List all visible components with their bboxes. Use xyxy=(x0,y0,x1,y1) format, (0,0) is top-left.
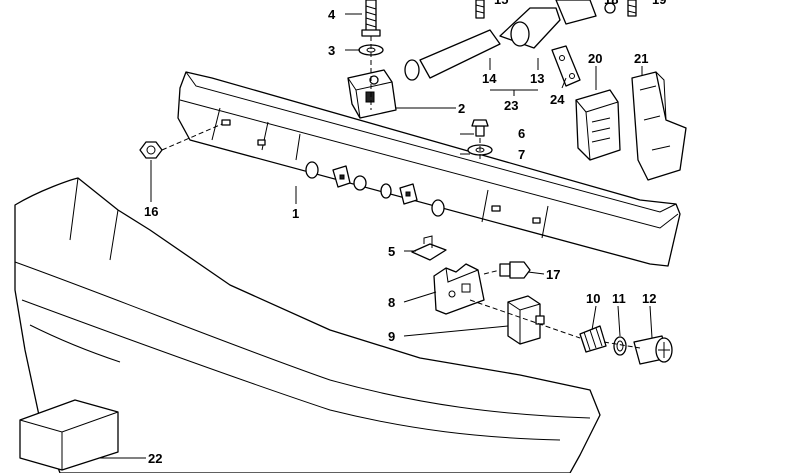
part-12-plug xyxy=(633,335,673,365)
assembly-line-12 xyxy=(603,341,641,349)
part-17-nut xyxy=(499,261,531,279)
callout-7: 7 xyxy=(518,147,525,162)
callout-24: 24 xyxy=(550,92,565,107)
callout-16: 16 xyxy=(144,204,158,219)
part-14-absorber xyxy=(404,0,501,81)
callout-17: 17 xyxy=(546,267,560,282)
callout-20: 20 xyxy=(588,51,602,66)
callout-2: 2 xyxy=(458,101,465,116)
assembly-line-16 xyxy=(161,123,223,151)
bumper-cover xyxy=(14,177,601,473)
callout-15: 15 xyxy=(494,0,508,7)
callout-4: 4 xyxy=(328,7,336,22)
callout-14: 14 xyxy=(482,71,497,86)
part-11-ring xyxy=(613,336,627,356)
part-6-bolt xyxy=(471,119,489,137)
part-20-block xyxy=(575,89,621,161)
callout-21: 21 xyxy=(634,51,648,66)
part-13-bracket xyxy=(499,0,637,49)
callout-3: 3 xyxy=(328,43,335,58)
part-1-bumper-carrier xyxy=(177,71,681,267)
part-5-clip xyxy=(411,235,447,261)
callout-18: 18 xyxy=(604,0,618,7)
leader-lines xyxy=(100,13,653,459)
part-16-nut xyxy=(139,141,163,159)
callout-12: 12 xyxy=(642,291,656,306)
callout-6: 6 xyxy=(518,126,525,141)
part-22-box xyxy=(19,399,119,471)
callout-23: 23 xyxy=(504,98,518,113)
assembly-line-17 xyxy=(483,269,501,275)
part-10-spring xyxy=(579,325,607,353)
callout-9: 9 xyxy=(388,329,395,344)
part-2-bracket xyxy=(347,69,397,119)
part-4-bolt xyxy=(361,0,381,37)
callout-22: 22 xyxy=(148,451,162,466)
callout-11: 11 xyxy=(612,291,626,306)
part-24-bracket xyxy=(551,45,581,87)
callout-19: 19 xyxy=(652,0,666,7)
part-9-block xyxy=(507,295,545,345)
part-8-plate xyxy=(433,263,485,315)
callout-8: 8 xyxy=(388,295,395,310)
callout-5: 5 xyxy=(388,244,395,259)
part-21-bracket xyxy=(631,71,687,181)
assembly-line-8 xyxy=(469,299,581,339)
callout-1: 1 xyxy=(292,206,299,221)
callout-10: 10 xyxy=(586,291,600,306)
callout-13: 13 xyxy=(530,71,544,86)
